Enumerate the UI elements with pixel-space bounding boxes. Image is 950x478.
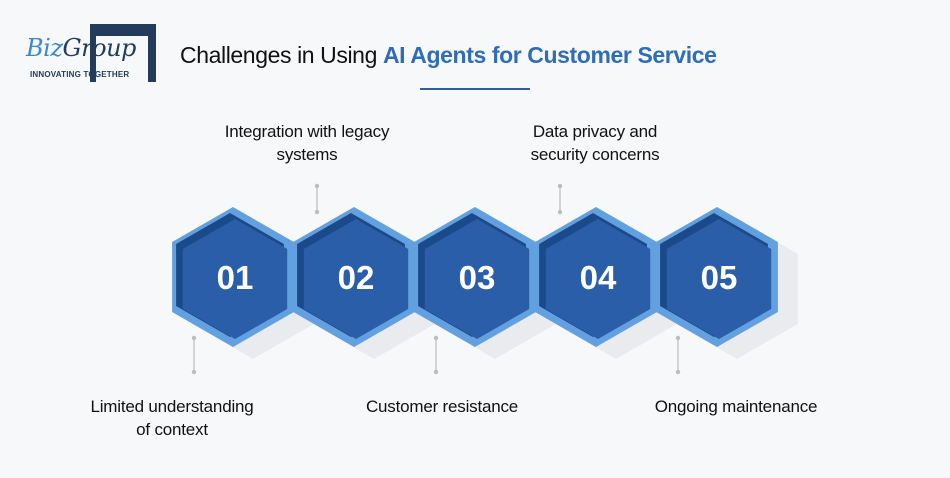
step-number: 05	[701, 259, 738, 296]
connector-dot	[314, 209, 320, 215]
hexagon-step-01: 01	[172, 207, 294, 375]
hexagon-fill	[182, 219, 288, 339]
hexagon-fill	[303, 219, 409, 339]
logo-tagline: INNOVATING TOGETHER	[30, 70, 130, 79]
hexagon-fill	[666, 219, 772, 339]
connector-dot	[191, 369, 197, 375]
page-title: Challenges in Using AI Agents for Custom…	[180, 42, 717, 68]
step-number: 04	[580, 259, 617, 296]
connector-dot	[433, 335, 439, 341]
hexagon-fill	[545, 219, 651, 339]
hexagon-step-05: 05	[656, 207, 778, 375]
step-label-03: Customer resistance	[365, 397, 519, 416]
title-underline	[420, 88, 530, 90]
step-number: 03	[459, 259, 496, 296]
step-number: 02	[338, 259, 375, 296]
connector-dot	[675, 369, 681, 375]
step-number: 01	[217, 259, 254, 296]
connector-dot	[557, 209, 563, 215]
connector-dot	[433, 369, 439, 375]
connector-dot	[557, 183, 563, 189]
step-label-05: Ongoing maintenance	[654, 397, 818, 416]
page-title-accent: AI Agents for Customer Service	[382, 42, 717, 68]
connector-dot	[675, 335, 681, 341]
hexagon-step-03: 03	[414, 207, 536, 375]
hexagon-step-02: 02	[293, 183, 415, 347]
connector-dot	[191, 335, 197, 341]
bizgroup-logo: BizGroup INNOVATING TOGETHER	[24, 24, 156, 94]
hexagon-step-04: 04	[535, 183, 657, 347]
logo-brand: BizGroup	[26, 34, 136, 62]
connector-dot	[314, 183, 320, 189]
hexagon-fill	[424, 219, 530, 339]
